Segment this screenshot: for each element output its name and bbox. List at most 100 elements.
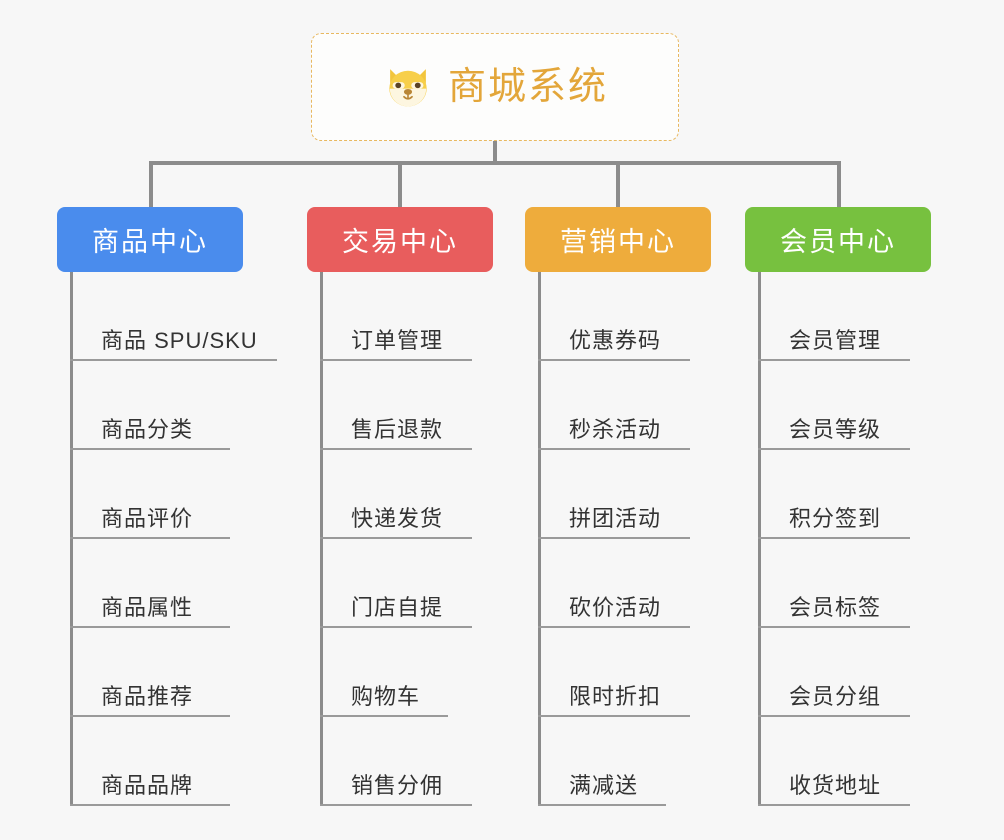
leaf-item-label: 会员标签 (789, 595, 882, 620)
leaf-item[interactable]: 会员标签 (745, 539, 931, 628)
leaf-list-3: 优惠券码秒杀活动拼团活动砍价活动限时折扣满减送 (525, 272, 711, 806)
category-header-2[interactable]: 交易中心 (307, 207, 493, 272)
leaf-spine (320, 272, 323, 806)
leaf-item-underline (758, 715, 910, 717)
leaf-item[interactable]: 砍价活动 (525, 539, 711, 628)
category-header-1[interactable]: 商品中心 (57, 207, 243, 272)
category-header-label: 交易中心 (342, 227, 458, 257)
connector-drop-3 (616, 161, 620, 207)
leaf-item[interactable]: 满减送 (525, 717, 711, 806)
category-header-label: 商品中心 (92, 227, 208, 257)
leaf-item-label: 优惠券码 (569, 328, 662, 353)
leaf-item-label: 销售分佣 (351, 773, 444, 798)
leaf-item[interactable]: 会员等级 (745, 361, 931, 450)
category-column-1: 商品中心商品 SPU/SKU 商品分类商品评价商品属性商品推荐商品品牌 (57, 207, 277, 806)
leaf-item-label: 商品评价 (101, 506, 194, 531)
leaf-item[interactable]: 会员管理 (745, 272, 931, 361)
leaf-item-label: 商品分类 (101, 417, 194, 442)
leaf-item-label: 限时折扣 (569, 684, 662, 709)
leaf-item-underline (70, 448, 230, 450)
leaf-item[interactable]: 限时折扣 (525, 628, 711, 717)
leaf-item[interactable]: 商品评价 (57, 450, 243, 539)
root-title: 商城系统 (447, 66, 608, 108)
leaf-item-label: 会员分组 (789, 684, 882, 709)
leaf-item-underline (538, 448, 690, 450)
leaf-item-label: 商品品牌 (101, 773, 194, 798)
leaf-item[interactable]: 售后退款 (307, 361, 493, 450)
leaf-item-underline (70, 804, 230, 806)
leaf-item-label: 积分签到 (789, 506, 882, 531)
leaf-item-label: 满减送 (569, 773, 639, 798)
leaf-item-underline (320, 448, 472, 450)
leaf-item-underline (758, 537, 910, 539)
shiba-dog-face-icon (382, 61, 434, 113)
leaf-item-underline (538, 626, 690, 628)
leaf-item-underline (320, 804, 472, 806)
category-header-4[interactable]: 会员中心 (745, 207, 931, 272)
leaf-item[interactable]: 商品分类 (57, 361, 243, 450)
category-header-label: 会员中心 (780, 227, 896, 257)
leaf-item[interactable]: 收货地址 (745, 717, 931, 806)
leaf-list-2: 订单管理售后退款快递发货门店自提购物车销售分佣 (307, 272, 493, 806)
leaf-item-label: 会员等级 (789, 417, 882, 442)
leaf-item-label: 拼团活动 (569, 506, 662, 531)
leaf-item[interactable]: 订单管理 (307, 272, 493, 361)
leaf-item[interactable]: 优惠券码 (525, 272, 711, 361)
leaf-item-underline (70, 626, 230, 628)
leaf-item[interactable]: 快递发货 (307, 450, 493, 539)
category-header-label: 营销中心 (560, 227, 676, 257)
leaf-spine (758, 272, 761, 806)
leaf-item-label: 会员管理 (789, 328, 882, 353)
leaf-item-label: 购物车 (351, 684, 421, 709)
leaf-item-underline (538, 359, 690, 361)
leaf-item-underline (320, 626, 472, 628)
category-header-3[interactable]: 营销中心 (525, 207, 711, 272)
leaf-item-underline (538, 715, 690, 717)
leaf-item-label: 砍价活动 (569, 595, 662, 620)
root-node[interactable]: 商城系统 (311, 33, 679, 141)
leaf-item-underline (758, 359, 910, 361)
leaf-item-underline (70, 715, 230, 717)
leaf-item-underline (70, 537, 230, 539)
leaf-item-label: 商品属性 (101, 595, 194, 620)
leaf-list-1: 商品 SPU/SKU 商品分类商品评价商品属性商品推荐商品品牌 (57, 272, 277, 806)
leaf-item-underline (538, 804, 666, 806)
leaf-item[interactable]: 门店自提 (307, 539, 493, 628)
leaf-list-4: 会员管理会员等级积分签到会员标签会员分组收货地址 (745, 272, 931, 806)
leaf-item-label: 商品 SPU/SKU (101, 328, 258, 353)
leaf-spine (538, 272, 541, 806)
leaf-item-label: 订单管理 (351, 328, 444, 353)
category-column-2: 交易中心订单管理售后退款快递发货门店自提购物车销售分佣 (307, 207, 493, 806)
category-column-3: 营销中心优惠券码秒杀活动拼团活动砍价活动限时折扣满减送 (525, 207, 711, 806)
leaf-item-label: 门店自提 (351, 595, 444, 620)
leaf-item-underline (758, 804, 910, 806)
leaf-item-label: 收货地址 (789, 773, 882, 798)
leaf-item-label: 商品推荐 (101, 684, 194, 709)
leaf-item-underline (320, 537, 472, 539)
connector-horizontal-bus (149, 161, 841, 165)
leaf-item[interactable]: 拼团活动 (525, 450, 711, 539)
connector-drop-4 (837, 161, 841, 207)
leaf-item-label: 快递发货 (351, 506, 444, 531)
leaf-item-underline (758, 448, 910, 450)
connector-drop-2 (398, 161, 402, 207)
leaf-item[interactable]: 积分签到 (745, 450, 931, 539)
leaf-spine (70, 272, 73, 806)
connector-root-stem (493, 141, 497, 163)
leaf-item[interactable]: 商品属性 (57, 539, 243, 628)
leaf-item-underline (758, 626, 910, 628)
leaf-item-underline (320, 715, 448, 717)
leaf-item[interactable]: 商品 SPU/SKU (57, 272, 277, 361)
leaf-item-label: 售后退款 (351, 417, 444, 442)
leaf-item[interactable]: 会员分组 (745, 628, 931, 717)
leaf-item-underline (538, 537, 690, 539)
leaf-item[interactable]: 秒杀活动 (525, 361, 711, 450)
leaf-item[interactable]: 销售分佣 (307, 717, 493, 806)
leaf-item[interactable]: 商品品牌 (57, 717, 243, 806)
leaf-item[interactable]: 商品推荐 (57, 628, 243, 717)
connector-drop-1 (149, 161, 153, 207)
leaf-item-underline (70, 359, 277, 361)
leaf-item-underline (320, 359, 472, 361)
leaf-item[interactable]: 购物车 (307, 628, 493, 717)
